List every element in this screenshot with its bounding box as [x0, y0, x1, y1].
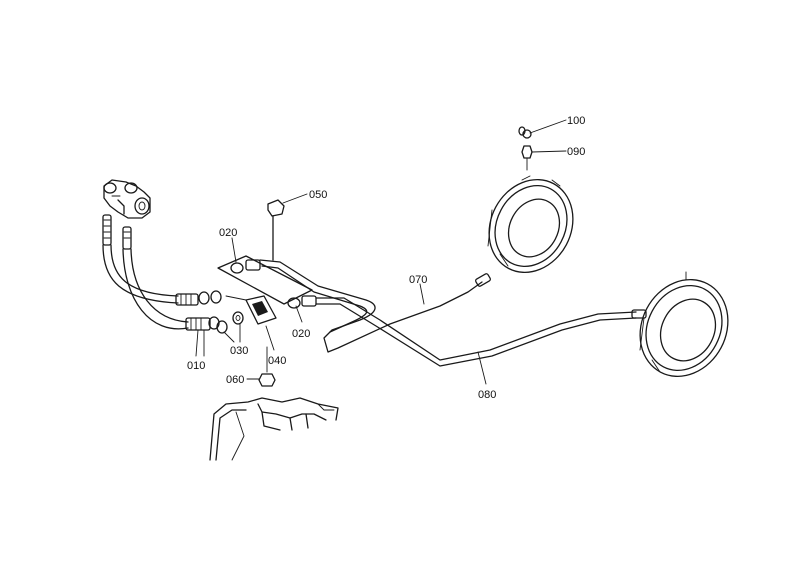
callout-020-lower: 020	[292, 328, 310, 340]
callout-040: 040	[268, 355, 286, 367]
fitting-020-lower	[287, 295, 317, 309]
bleeder-090	[521, 145, 533, 171]
bolt-050	[267, 199, 285, 261]
callout-080: 080	[478, 389, 496, 401]
piston-ring-lower	[639, 271, 729, 378]
callout-090: 090	[567, 146, 585, 158]
callout-100: 100	[567, 115, 585, 127]
callout-070: 070	[409, 274, 427, 286]
hose-010	[102, 214, 222, 331]
callout-030: 030	[230, 345, 248, 357]
callout-010: 010	[187, 360, 205, 372]
callout-020-upper: 020	[219, 227, 237, 239]
leader-lines	[195, 119, 567, 385]
valve-block	[103, 179, 151, 219]
fitting-020-upper	[230, 259, 261, 274]
piston-ring-upper	[487, 175, 574, 274]
nut-060	[258, 346, 276, 387]
callout-labels: 050 100 090 020 070 020 010 030 040 060 …	[187, 115, 585, 401]
pipe-080	[315, 297, 647, 367]
cap-100	[518, 126, 532, 139]
transmission-housing	[209, 397, 339, 461]
callout-050: 050	[309, 189, 327, 201]
pipe-070	[259, 259, 491, 353]
washer-030	[216, 311, 244, 334]
callout-060: 060	[226, 374, 244, 386]
